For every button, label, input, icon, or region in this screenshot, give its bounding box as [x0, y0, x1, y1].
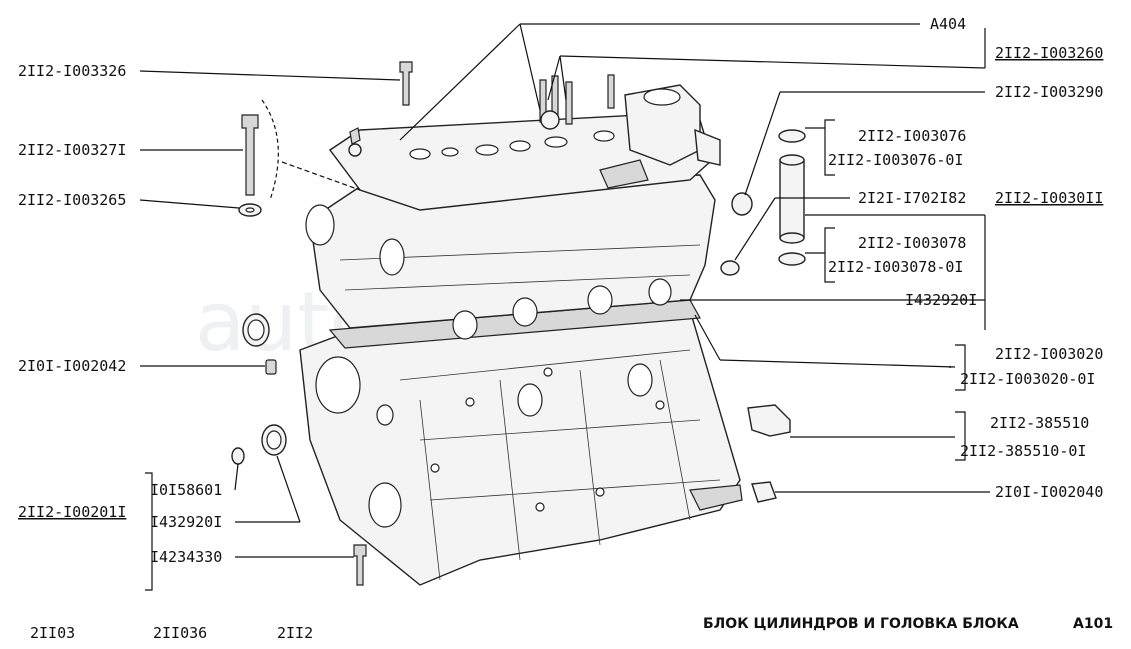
plug-cap [231, 447, 245, 465]
model-code-3: 2II2 [277, 624, 313, 642]
label-1432920-top: I432920I [905, 291, 977, 309]
label-14234330: I4234330 [150, 548, 222, 566]
label-2112-385510: 2II2-385510 [990, 414, 1089, 432]
head-bolt [241, 114, 259, 196]
label-2112-1003078: 2II2-I003078 [858, 234, 966, 252]
label-2112-1003076-01: 2II2-I003076-0I [828, 151, 963, 169]
leader-lines [139, 23, 990, 591]
callout-labels: A404 2II2-I003260 2II2-I003326 2II2-I003… [18, 15, 1103, 566]
label-2112-1003078-01: 2II2-I003078-0I [828, 258, 963, 276]
oil-pan-bolt [353, 544, 367, 586]
cover-bolt [399, 61, 413, 106]
bushing [751, 481, 777, 503]
o-ring-bottom [778, 252, 806, 266]
valve-cover-seal [731, 192, 753, 216]
label-2112-385510-01: 2II2-385510-0I [960, 442, 1086, 460]
label-2101-1002040: 2I0I-I002040 [995, 483, 1103, 501]
engine-illustration [242, 74, 743, 586]
label-1432920-bottom: I432920I [150, 513, 222, 531]
oil-pressure-sensor [747, 404, 791, 437]
model-code-1: 2II03 [30, 624, 75, 642]
diagram-title: БЛОК ЦИЛИНДРОВ И ГОЛОВКА БЛОКА [703, 616, 1019, 632]
label-2112-1003020: 2II2-I003020 [995, 345, 1103, 363]
label-2101-1002042: 2I0I-I002042 [18, 357, 126, 375]
label-2112-1003260: 2II2-I003260 [995, 44, 1103, 62]
label-2112-1003076: 2II2-I003076 [858, 127, 966, 145]
footer: 2II03 2II036 2II2 БЛОК ЦИЛИНДРОВ И ГОЛОВ… [30, 616, 1113, 642]
label-2112-1003271: 2II2-I00327I [18, 141, 126, 159]
o-ring-top [778, 129, 806, 143]
label-2121-1702182: 2I2I-I702I82 [858, 189, 966, 207]
label-1015860: I0I58601 [150, 481, 222, 499]
label-2112-1003265: 2II2-I003265 [18, 191, 126, 209]
label-2112-1003020-01: 2II2-I003020-0I [960, 370, 1095, 388]
plug [720, 260, 740, 276]
spark-tube [779, 159, 805, 239]
label-2112-1003011: 2II2-I0030II [995, 189, 1103, 207]
label-2112-1003290: 2II2-I003290 [995, 83, 1103, 101]
label-a404: A404 [930, 15, 966, 33]
label-2112-1002011: 2II2-I00201I [18, 503, 126, 521]
dowel-pin [265, 359, 277, 375]
model-code-2: 2II036 [153, 624, 207, 642]
label-2112-1003326: 2II2-I003326 [18, 62, 126, 80]
loose-parts [231, 61, 806, 586]
page-code: A101 [1073, 616, 1113, 632]
